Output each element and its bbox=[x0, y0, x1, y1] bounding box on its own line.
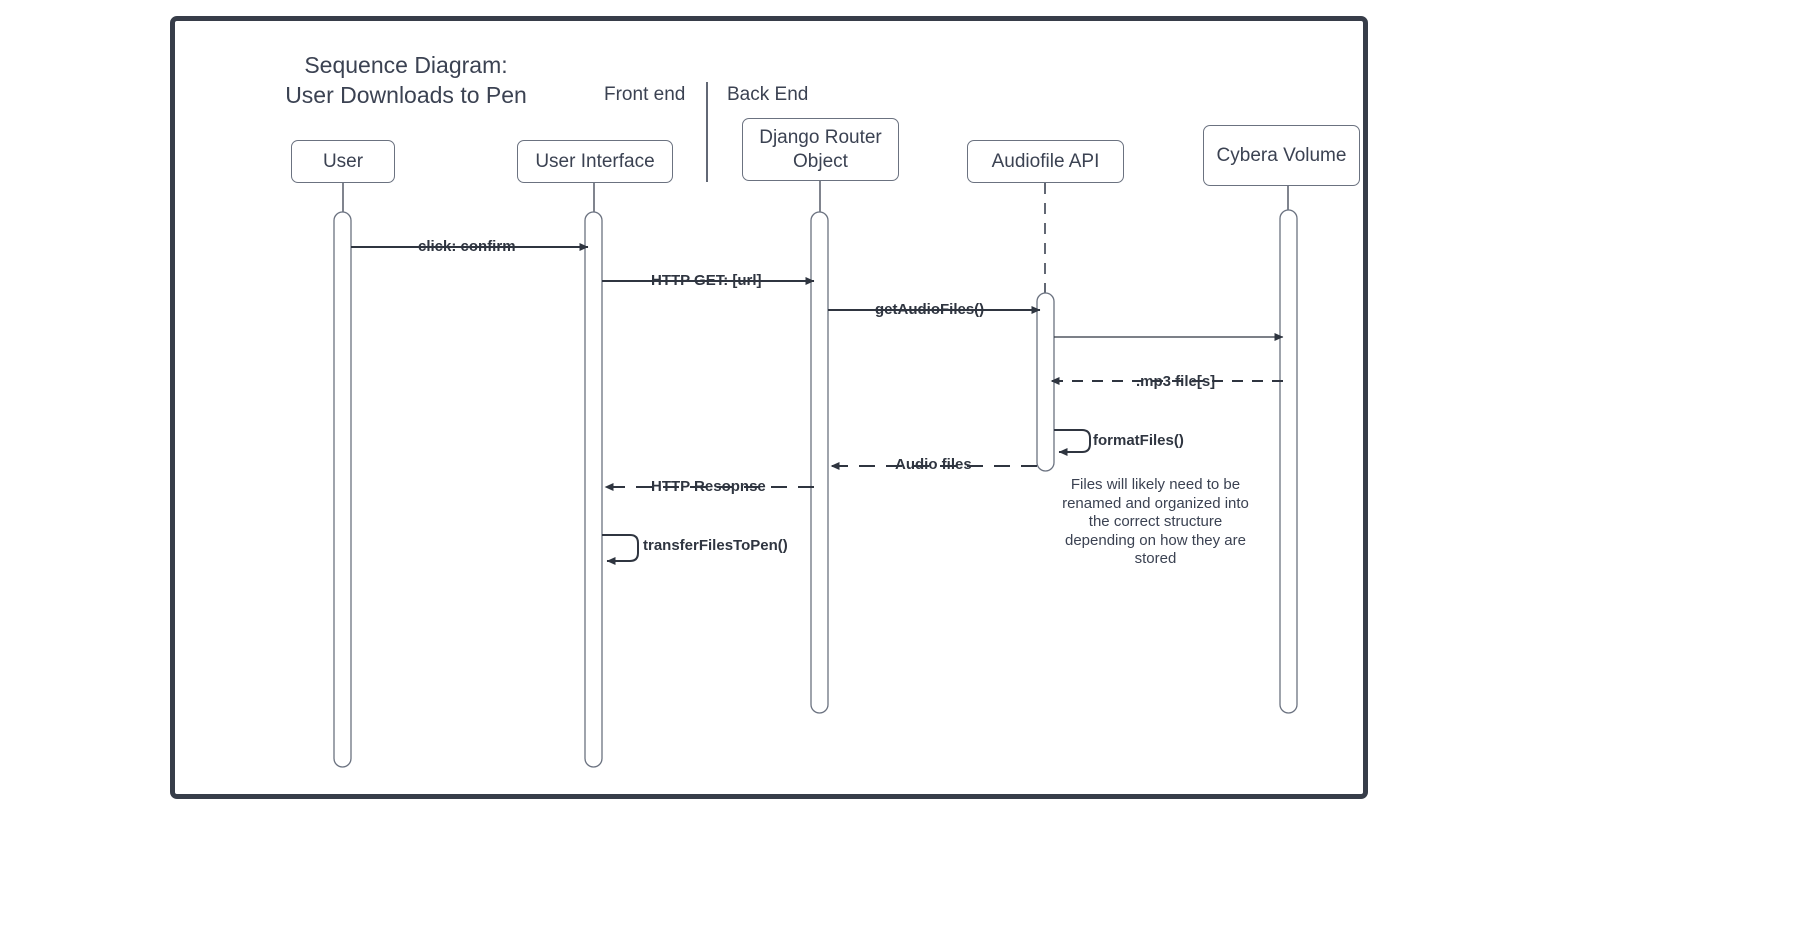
activation-bar-user-interface bbox=[584, 211, 603, 768]
message-label-transfer-files-to-pen: transferFilesToPen() bbox=[643, 537, 788, 554]
message-arrow-transfer-files-to-pen bbox=[602, 534, 639, 565]
activation-bar-audiofile-api bbox=[1036, 292, 1055, 472]
activation-bar-user bbox=[333, 211, 352, 768]
zone-label-front-end: Front end bbox=[604, 84, 686, 105]
activation-bar-django-router-object bbox=[810, 211, 829, 714]
participant-django-router-object[interactable]: Django Router Object bbox=[742, 118, 899, 181]
note-format-files: Files will likely need to be renamed and… bbox=[1062, 476, 1249, 567]
participant-audiofile-api[interactable]: Audiofile API bbox=[967, 140, 1124, 183]
message-label-audio-files: Audio files bbox=[892, 456, 975, 473]
participant-user[interactable]: User bbox=[291, 140, 395, 183]
diagram-title: Sequence Diagram: User Downloads to Pen bbox=[285, 52, 527, 108]
participant-cybera-volume[interactable]: Cybera Volume bbox=[1203, 125, 1360, 186]
message-arrow-format-files bbox=[1054, 429, 1091, 456]
zone-label-back-end: Back End bbox=[727, 84, 809, 105]
message-label-http-response: HTTP Resopnse bbox=[648, 478, 769, 495]
participant-user-interface[interactable]: User Interface bbox=[517, 140, 673, 183]
activation-bar-cybera-volume bbox=[1279, 209, 1298, 714]
message-label-format-files: formatFiles() bbox=[1093, 432, 1184, 449]
